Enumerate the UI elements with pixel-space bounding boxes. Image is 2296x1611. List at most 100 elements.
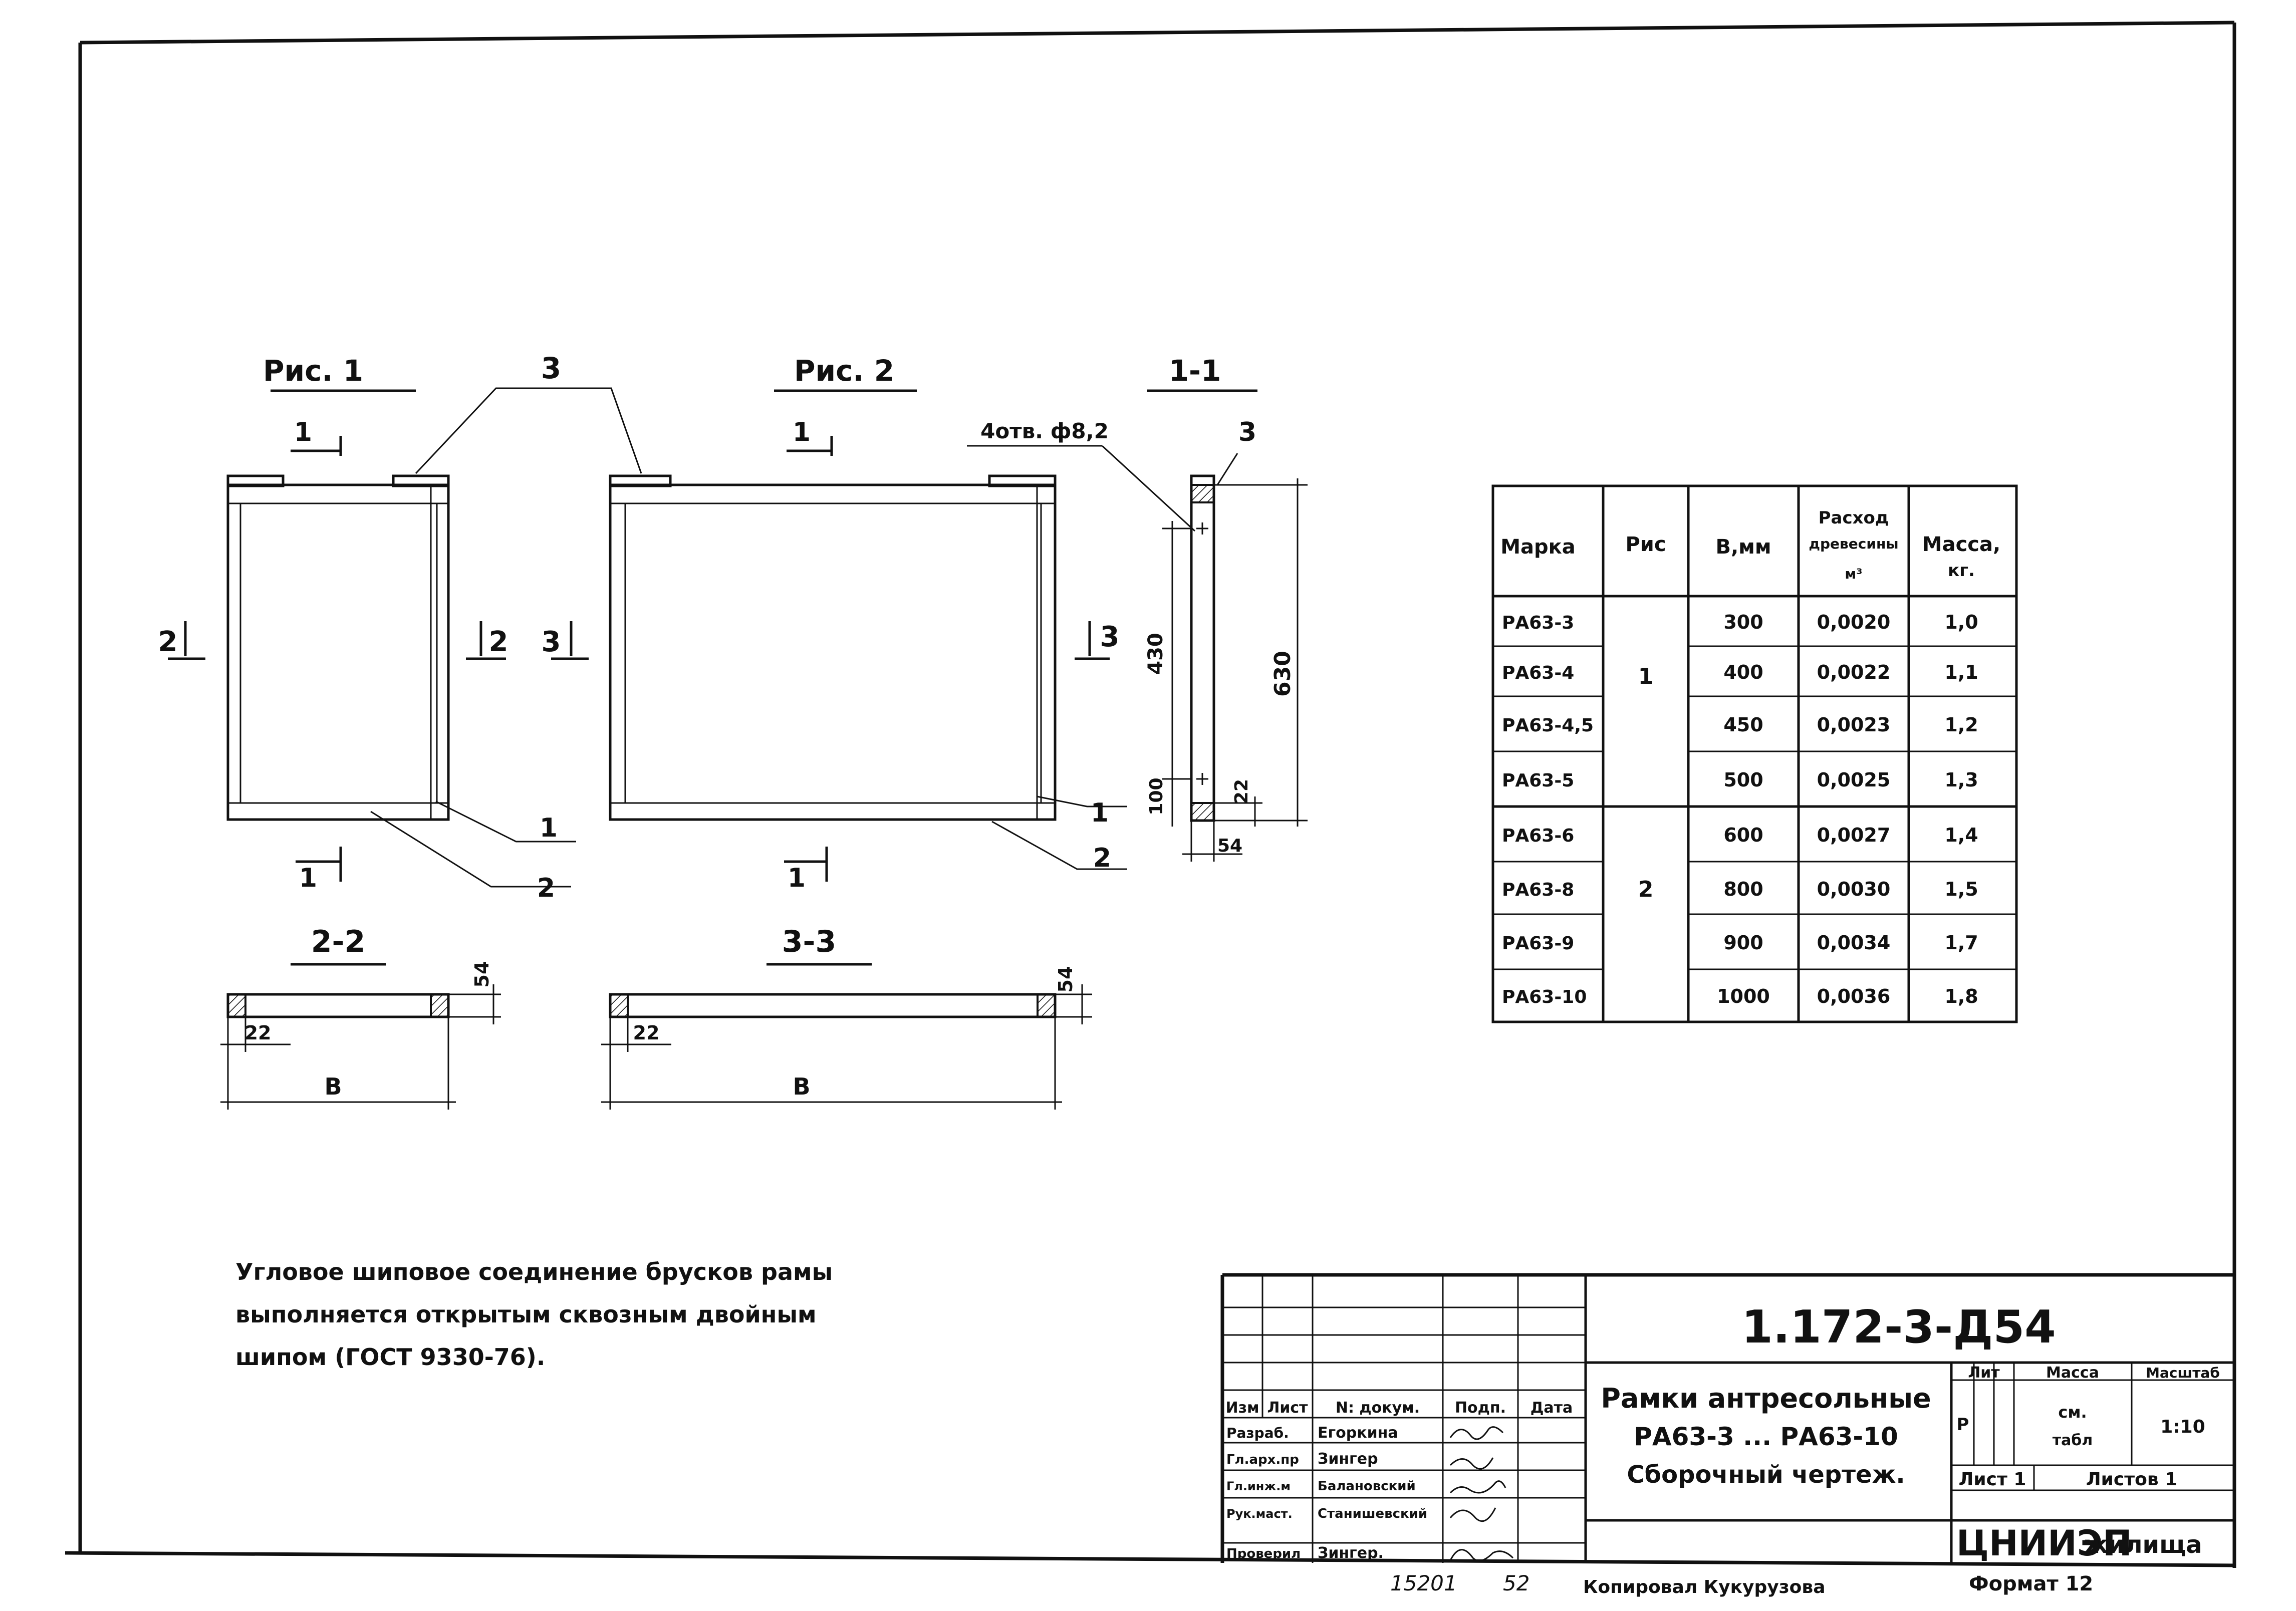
svg-text:Гл.арх.пр: Гл.арх.пр: [1226, 1452, 1299, 1467]
svg-text:900: 900: [1723, 932, 1763, 954]
svg-text:2: 2: [489, 626, 508, 658]
table-row: РА63-4,5 450 0,0023 1,2: [1502, 714, 1978, 736]
label-3-top: 3: [541, 351, 561, 385]
svg-text:РА63-5: РА63-5: [1502, 770, 1574, 791]
sheet-footer: 15201 52 Копировал Кукурузова Формат 12: [1390, 1571, 2093, 1597]
sec33-title: 3-3: [782, 924, 836, 959]
svg-text:В: В: [324, 1073, 342, 1100]
svg-text:1,1: 1,1: [1944, 661, 1978, 683]
svg-text:Егоркина: Егоркина: [1318, 1424, 1398, 1442]
ris-group-2: 2: [1638, 877, 1654, 902]
table-row: РА63-8 800 0,0030 1,5: [1502, 878, 1978, 900]
svg-text:0,0020: 0,0020: [1817, 611, 1891, 633]
table-row: РА63-3 300 0,0020 1,0: [1502, 611, 1978, 633]
svg-text:Балановский: Балановский: [1318, 1479, 1416, 1494]
svg-text:РА63-4,5: РА63-4,5: [1502, 715, 1594, 736]
svg-text:800: 800: [1723, 878, 1763, 900]
figure-1: Рис. 1 3 1 1 2 2 1 2: [158, 351, 642, 903]
svg-text:450: 450: [1723, 714, 1763, 736]
svg-text:0,0034: 0,0034: [1817, 932, 1891, 954]
svg-text:0,0023: 0,0023: [1817, 714, 1891, 736]
svg-text:3: 3: [1238, 417, 1256, 447]
svg-text:22: 22: [245, 1022, 272, 1044]
svg-text:Лист 1: Лист 1: [1959, 1469, 2026, 1490]
svg-text:РА63-9: РА63-9: [1502, 933, 1574, 954]
svg-text:Станишевский: Станишевский: [1318, 1506, 1427, 1521]
page-number: 52: [1503, 1571, 1529, 1595]
fig1-title: Рис. 1: [263, 354, 363, 388]
signature-marks: [1449, 1426, 1514, 1562]
th-wood-3: м³: [1845, 566, 1862, 582]
sheet-frame: [65, 21, 2236, 1568]
note-line-2: выполняется открытым сквозным двойным: [235, 1301, 817, 1328]
svg-text:0,0036: 0,0036: [1817, 985, 1891, 1007]
th-mass-2: кг.: [1948, 561, 1975, 581]
svg-text:Масштаб: Масштаб: [2146, 1365, 2220, 1381]
svg-text:400: 400: [1723, 661, 1763, 683]
svg-text:РА63-6: РА63-6: [1502, 826, 1574, 846]
svg-text:630: 630: [1270, 651, 1296, 697]
svg-text:Р: Р: [1957, 1415, 1969, 1435]
svg-text:1: 1: [299, 863, 317, 893]
section-1-1: 1-1 4отв. ф8,2 3 630 430 100 22 54: [967, 354, 1308, 862]
title-block: 1.172-3-Д54 Изм Лист N: докум. Подп. Дат…: [1220, 1273, 2234, 1565]
ris-group-1: 1: [1638, 664, 1654, 689]
svg-text:2: 2: [1093, 843, 1111, 873]
svg-text:Масса: Масса: [2046, 1364, 2099, 1382]
svg-text:22: 22: [1231, 779, 1252, 804]
table-row: РА63-6 600 0,0027 1,4: [1502, 824, 1978, 846]
table-row: РА63-4 400 0,0022 1,1: [1502, 661, 1978, 683]
svg-text:300: 300: [1723, 611, 1763, 633]
fig2-title: Рис. 2: [794, 354, 894, 388]
svg-text:0,0030: 0,0030: [1817, 878, 1891, 900]
th-ris: Рис: [1625, 533, 1666, 556]
svg-text:Дата: Дата: [1530, 1399, 1573, 1417]
svg-text:1,5: 1,5: [1944, 878, 1978, 900]
svg-text:0,0027: 0,0027: [1817, 824, 1891, 846]
svg-text:1,8: 1,8: [1944, 985, 1978, 1007]
svg-text:Зингер.: Зингер.: [1318, 1544, 1384, 1562]
svg-text:Гл.инж.м: Гл.инж.м: [1226, 1479, 1291, 1493]
title-line-3: Сборочный чертеж.: [1627, 1461, 1905, 1489]
format-label: Формат 12: [1969, 1572, 2093, 1595]
svg-text:3: 3: [542, 626, 561, 658]
svg-text:Листов 1: Листов 1: [2086, 1469, 2177, 1490]
figure-2: Рис. 2 1 1 3 3 1 2: [542, 354, 1127, 893]
svg-text:Изм: Изм: [1225, 1399, 1259, 1417]
svg-text:1,0: 1,0: [1944, 611, 1978, 633]
svg-text:см.: см.: [2058, 1403, 2087, 1422]
svg-text:Разраб.: Разраб.: [1226, 1425, 1289, 1441]
org-name-1: ЦНИИЭП: [1956, 1523, 2132, 1564]
svg-text:1: 1: [294, 417, 312, 447]
svg-text:100: 100: [1146, 777, 1167, 815]
note-line-1: Угловое шиповое соединение брусков рамы: [235, 1258, 833, 1285]
th-marka: Марка: [1500, 535, 1576, 559]
svg-text:1: 1: [1091, 798, 1109, 828]
svg-text:500: 500: [1723, 769, 1763, 791]
th-wood-1: Расход: [1819, 508, 1889, 528]
section-3-3: 3-3 54 22 В: [601, 924, 1092, 1110]
svg-text:3: 3: [1100, 621, 1120, 653]
title-line-2: РА63-3 ... РА63-10: [1634, 1422, 1898, 1451]
svg-text:РА63-10: РА63-10: [1502, 987, 1587, 1007]
svg-text:1,2: 1,2: [1944, 714, 1978, 736]
svg-text:Лит: Лит: [1968, 1364, 2000, 1382]
sec22-title: 2-2: [311, 924, 365, 959]
assembly-note: Угловое шиповое соединение брусков рамы …: [235, 1258, 833, 1371]
svg-text:табл: табл: [2053, 1432, 2093, 1449]
svg-text:1,3: 1,3: [1944, 769, 1978, 791]
svg-text:1: 1: [788, 863, 806, 893]
svg-text:430: 430: [1144, 633, 1167, 675]
table-row: РА63-9 900 0,0034 1,7: [1502, 932, 1978, 954]
svg-text:РА63-4: РА63-4: [1502, 663, 1574, 683]
svg-text:22: 22: [633, 1022, 660, 1044]
table-row: РА63-5 500 0,0025 1,3: [1502, 769, 1978, 791]
svg-text:Рук.маст.: Рук.маст.: [1226, 1507, 1293, 1521]
svg-text:1: 1: [540, 813, 558, 843]
svg-text:В: В: [793, 1073, 810, 1100]
svg-text:1: 1: [793, 417, 811, 447]
svg-text:54: 54: [1217, 836, 1242, 856]
note-line-3: шипом (ГОСТ 9330-76).: [235, 1344, 545, 1371]
th-mass-1: Масса,: [1922, 533, 2000, 556]
